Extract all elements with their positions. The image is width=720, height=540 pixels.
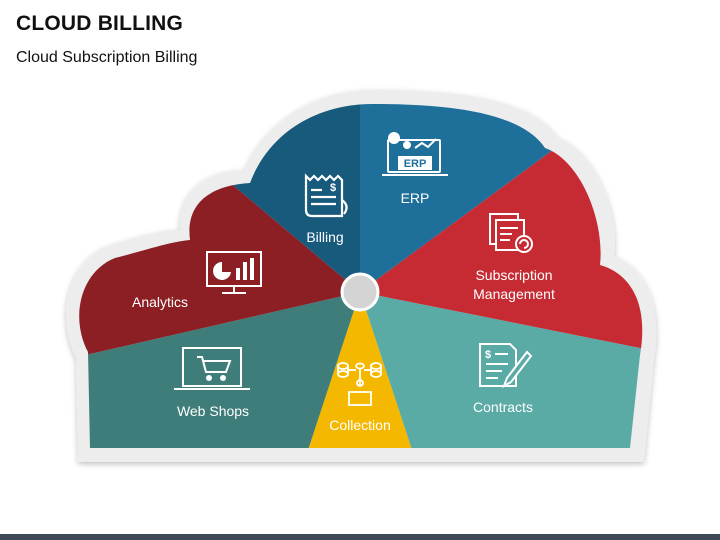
segment-collection[interactable] <box>285 292 435 520</box>
center-hub <box>340 272 380 312</box>
analytics-label: Analytics <box>132 294 188 310</box>
segment-contracts[interactable] <box>360 292 700 520</box>
erp-label: ERP <box>401 190 430 206</box>
collection-label: Collection <box>329 417 390 433</box>
billing-label: Billing <box>306 229 343 245</box>
shopping-cart-laptop-icon <box>174 347 250 390</box>
svg-text:$: $ <box>485 349 491 361</box>
contract-pen-icon: $ <box>479 343 533 389</box>
receipt-icon: $ <box>304 173 348 218</box>
erp-computer-icon: ERP <box>382 132 448 176</box>
contracts-label: Contracts <box>473 399 533 415</box>
page-title: CLOUD BILLING <box>16 12 184 35</box>
subscription-documents-icon <box>489 213 533 253</box>
analytics-monitor-icon <box>206 251 262 294</box>
segment-web-shops[interactable] <box>20 292 360 520</box>
page-subtitle: Cloud Subscription Billing <box>16 49 198 66</box>
collection-network-icon <box>337 362 382 406</box>
svg-text:$: $ <box>330 182 336 194</box>
bottom-bar <box>0 534 720 540</box>
web-shops-label: Web Shops <box>177 403 249 419</box>
subscription-label: Subscription <box>475 267 552 283</box>
management-label: Management <box>473 286 555 302</box>
svg-text:ERP: ERP <box>404 158 427 170</box>
